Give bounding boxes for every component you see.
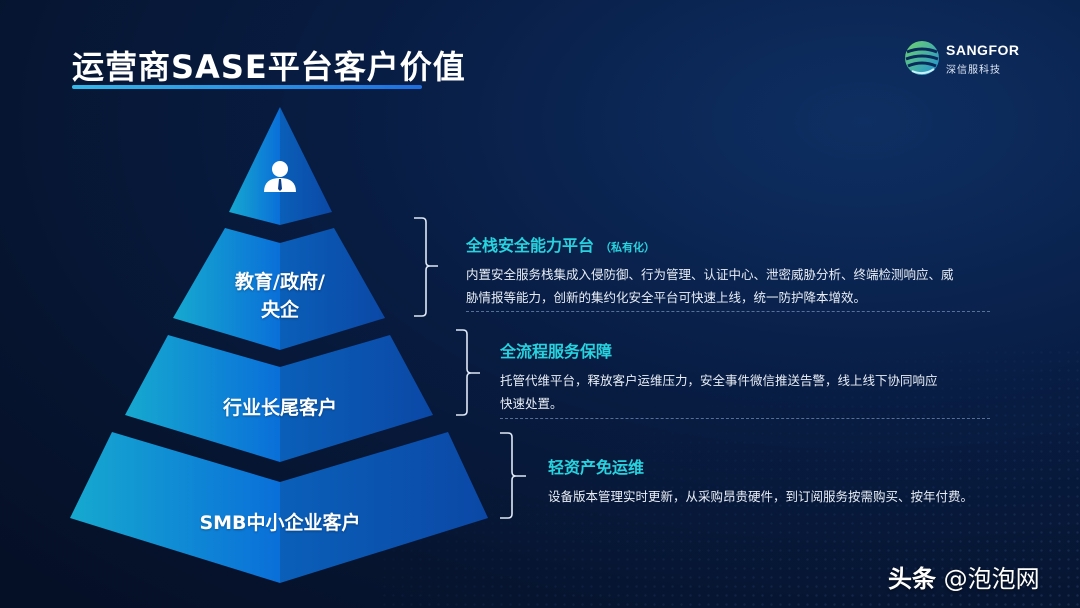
value-desc-line: 设备版本管理实时更新，从采购昂贵硬件，到订阅服务按需购买、按年付费。 <box>548 490 974 504</box>
pyramid-tier-education-gov <box>173 228 385 350</box>
pyramid-tier-smb <box>70 432 488 583</box>
value-desc-line: 内置安全服务栈集成入侵防御、行为管理、认证中心、泄密威胁分析、终端检测响应、威 <box>466 268 954 282</box>
title-underline <box>72 85 422 89</box>
value-title: 轻资产免运维 <box>548 458 645 477</box>
value-block-service: 全流程服务保障 托管代维平台，释放客户运维压力，安全事件微信推送告警，线上线下协… <box>500 338 1000 416</box>
value-block-light-asset: 轻资产免运维 设备版本管理实时更新，从采购昂贵硬件，到订阅服务按需购买、按年付费… <box>548 454 1018 509</box>
tier-label-education-gov: 教育/政府/ 央企 <box>235 271 325 321</box>
value-title: 全栈安全能力平台 <box>466 236 595 255</box>
tier-label-industry: 行业长尾客户 <box>222 397 337 419</box>
watermark-handle: @泡泡网 <box>943 565 1040 593</box>
value-title-note: （私有化） <box>600 241 656 254</box>
value-desc-line: 胁情报等能力，创新的集约化安全平台可快速上线，统一防护降本增效。 <box>466 291 867 305</box>
watermark-prefix: 头条 <box>888 565 936 593</box>
business-person-icon <box>264 161 296 192</box>
logo-subtitle: 深信服科技 <box>946 65 1001 76</box>
sangfor-logo: SANGFOR 深信服科技 <box>902 36 1032 86</box>
tier-label-smb: SMB中小企业客户 <box>199 512 361 534</box>
bracket-3 <box>500 432 526 519</box>
value-title: 全流程服务保障 <box>500 342 613 361</box>
value-desc-line: 托管代维平台，释放客户运维压力，安全事件微信推送告警，线上线下协同响应 <box>500 374 938 388</box>
bracket-2 <box>456 329 480 416</box>
pyramid-tier-top <box>229 107 332 225</box>
divider-1 <box>466 311 990 312</box>
value-desc-line: 快速处置。 <box>500 397 563 411</box>
page-title: 运营商SASE平台客户价值 <box>72 48 466 86</box>
watermark: 头条 @泡泡网 <box>888 559 1040 594</box>
divider-2 <box>500 418 990 419</box>
value-block-full-stack: 全栈安全能力平台 （私有化） 内置安全服务栈集成入侵防御、行为管理、认证中心、泄密… <box>466 232 1006 310</box>
logo-brand: SANGFOR <box>946 42 1020 58</box>
bracket-1 <box>414 217 438 317</box>
globe-logo-icon <box>905 41 939 75</box>
pyramid-tier-industry <box>125 335 433 462</box>
